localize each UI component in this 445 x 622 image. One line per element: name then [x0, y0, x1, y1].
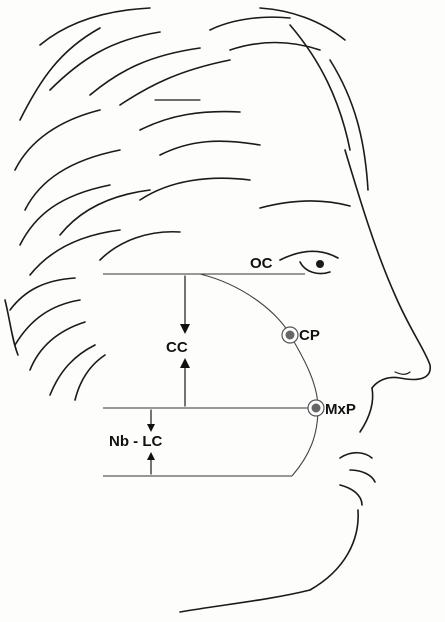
pupil-icon: [316, 260, 324, 268]
label-oc: OC: [250, 255, 273, 272]
arrow-up-icon: [147, 452, 155, 460]
cheek-arc: [200, 274, 318, 476]
arrow-down-icon: [180, 324, 190, 334]
eye: [260, 201, 350, 274]
label-nb-lc: Nb - LC: [109, 433, 162, 450]
label-cp: CP: [299, 327, 320, 344]
arrow-down-icon: [147, 424, 155, 432]
label-mxp: MxP: [325, 401, 356, 418]
face-profile: [180, 150, 430, 612]
cp-marker: [282, 327, 298, 343]
mxp-marker: [308, 400, 324, 416]
arrow-up-icon: [180, 358, 190, 368]
label-cc: CC: [166, 339, 188, 356]
